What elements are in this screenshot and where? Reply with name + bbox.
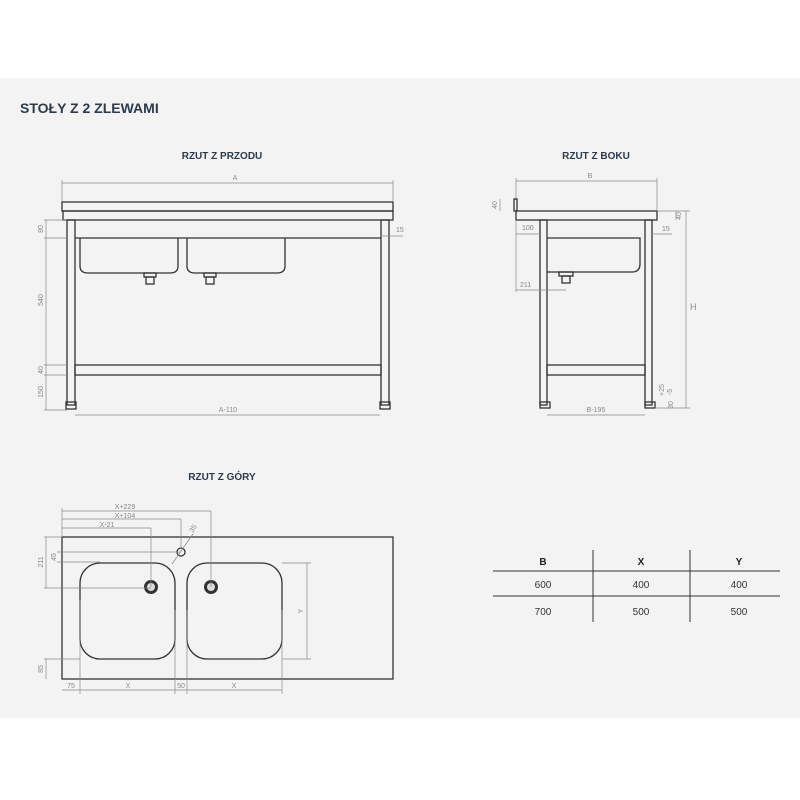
table-header-y: Y — [736, 557, 743, 568]
dim-40-splash: 40 — [492, 201, 499, 209]
dim-y: Y — [298, 608, 305, 613]
leg-right — [380, 219, 390, 406]
table-header-x: X — [638, 557, 645, 568]
sink-right — [186, 238, 286, 274]
dim-minus5: -5 — [667, 389, 674, 395]
foot-right — [379, 401, 391, 410]
top-tabletop — [61, 536, 394, 680]
front-view-heading: RZUT Z PRZODU — [182, 151, 263, 162]
dim-40: 40 — [38, 366, 45, 374]
dim-a: A — [233, 175, 238, 182]
dim-80: 80 — [38, 225, 45, 233]
dim-plus25: +25 — [659, 384, 666, 396]
undershelf — [74, 364, 382, 376]
top-sink-left — [79, 562, 176, 660]
dim-30: 30 — [668, 401, 675, 409]
dim-b-195: B-195 — [587, 407, 606, 414]
side-view: RZUT Z BOKU B B-195 40 40 100 211 15 H +… — [492, 151, 697, 416]
tabletop-edge — [61, 201, 394, 212]
tabletop-apron — [62, 210, 394, 221]
side-view-heading: RZUT Z BOKU — [562, 151, 630, 162]
top-view: RZUT Z GÓRY 35 X+229 X+104 X-21 211 45 8… — [38, 470, 394, 694]
dim-b: B — [588, 173, 593, 180]
foot-left — [65, 401, 77, 410]
top-sink-right — [186, 562, 283, 660]
side-leg-front — [644, 219, 653, 406]
dimension-table: B X Y 600 400 400 700 500 500 — [493, 550, 780, 622]
dim-45: 45 — [51, 553, 58, 561]
dim-100: 100 — [522, 225, 534, 232]
front-view: RZUT Z PRZODU A A-110 80 540 40 150 15 — [38, 151, 404, 416]
dim-150: 150 — [38, 386, 45, 398]
backsplash — [513, 198, 518, 212]
leg-left — [66, 219, 76, 406]
drawing-panel — [0, 78, 800, 718]
table-cell: 400 — [633, 580, 650, 591]
dim-x-104: X+104 — [115, 513, 136, 520]
top-view-heading: RZUT Z GÓRY — [188, 470, 256, 483]
table-cell: 600 — [535, 580, 552, 591]
table-cell: 500 — [633, 607, 650, 618]
side-undershelf — [546, 364, 646, 376]
dim-h: H — [690, 302, 697, 312]
dim-15-side: 15 — [662, 226, 670, 233]
dim-211: 211 — [520, 282, 531, 289]
dim-85: 85 — [38, 665, 45, 673]
side-tabletop — [515, 210, 658, 221]
dim-a-110: A-110 — [219, 407, 237, 414]
dim-15: 15 — [396, 227, 404, 234]
dim-40-top: 40 — [676, 212, 683, 220]
dim-75: 75 — [67, 683, 75, 690]
dim-x-right: X — [232, 683, 237, 690]
dim-540: 540 — [38, 294, 45, 306]
side-leg-back — [539, 219, 548, 406]
dim-x-21: X-21 — [100, 522, 115, 529]
table-header-b: B — [539, 557, 546, 568]
dim-50: 50 — [177, 683, 185, 690]
table-cell: 500 — [731, 607, 748, 618]
table-cell: 400 — [731, 580, 748, 591]
page-title: STOŁY Z 2 ZLEWAMI — [20, 100, 159, 116]
table-cell: 700 — [535, 607, 552, 618]
dim-211-top: 211 — [38, 556, 45, 567]
sink-left — [79, 238, 179, 274]
dim-x-left: X — [126, 683, 131, 690]
dim-35: 35 — [189, 524, 199, 534]
side-sink — [547, 237, 641, 273]
dim-x-229: X+229 — [115, 504, 136, 511]
